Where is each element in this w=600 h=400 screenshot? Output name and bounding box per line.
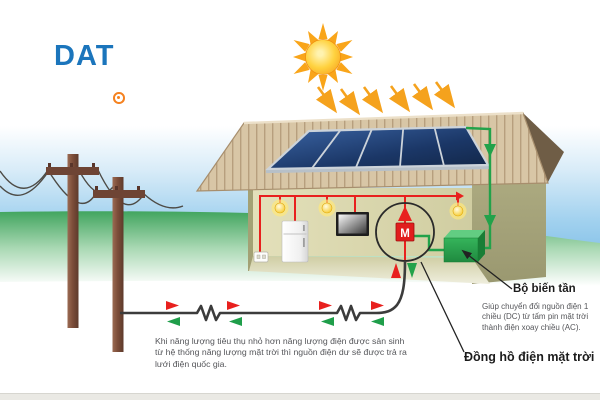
dat-logo-text: DAT xyxy=(54,40,115,72)
sunlight-arrow-icon xyxy=(315,81,456,116)
solar-flow-arrow-down xyxy=(484,144,496,157)
annotation-line-meter xyxy=(420,261,465,353)
inverter-description: Giúp chuyển đổi nguồn điện 1 chiều (DC) … xyxy=(482,302,589,332)
solar-flow-arrow-down xyxy=(484,215,496,228)
interior-floor xyxy=(249,256,490,284)
dat-logo-ring-icon xyxy=(113,92,125,104)
meter-symbol: M xyxy=(400,228,410,240)
chimney xyxy=(523,113,564,182)
grid-flow-arrows xyxy=(166,301,384,326)
footer-strip xyxy=(0,393,600,400)
inverter-label: Bộ biến tần xyxy=(513,283,576,295)
solar-panel-array xyxy=(265,125,491,174)
front-wall-corner xyxy=(248,188,253,271)
light-bulb-icon xyxy=(318,199,336,217)
roof-ridge xyxy=(243,111,524,125)
flow-arrow-red-icon xyxy=(391,263,401,278)
inverter-box-icon xyxy=(443,230,485,263)
refrigerator-icon xyxy=(281,220,309,263)
dat-logo: DAT xyxy=(54,40,144,104)
power-pole-icon xyxy=(93,177,145,352)
meter-flow-arrow-up xyxy=(398,206,412,221)
tv-icon xyxy=(336,212,369,236)
grid-cable xyxy=(120,260,407,322)
power-outlet-icon xyxy=(253,251,269,263)
power-pole-icon xyxy=(46,154,99,328)
flow-arrow-green-icon xyxy=(407,263,417,278)
light-bulb-icon xyxy=(449,202,467,220)
meter-label: Đồng hồ điện mặt trời xyxy=(464,350,595,364)
wire-flow-arrow-right xyxy=(456,191,464,201)
light-bulb-icon xyxy=(271,199,289,217)
meter-m-badge xyxy=(395,222,415,242)
annotation-line-inverter xyxy=(461,249,513,290)
sun-icon xyxy=(293,23,353,91)
grid-export-note: Khi năng lượng tiêu thụ nhỏ hơn năng lượ… xyxy=(155,336,407,369)
